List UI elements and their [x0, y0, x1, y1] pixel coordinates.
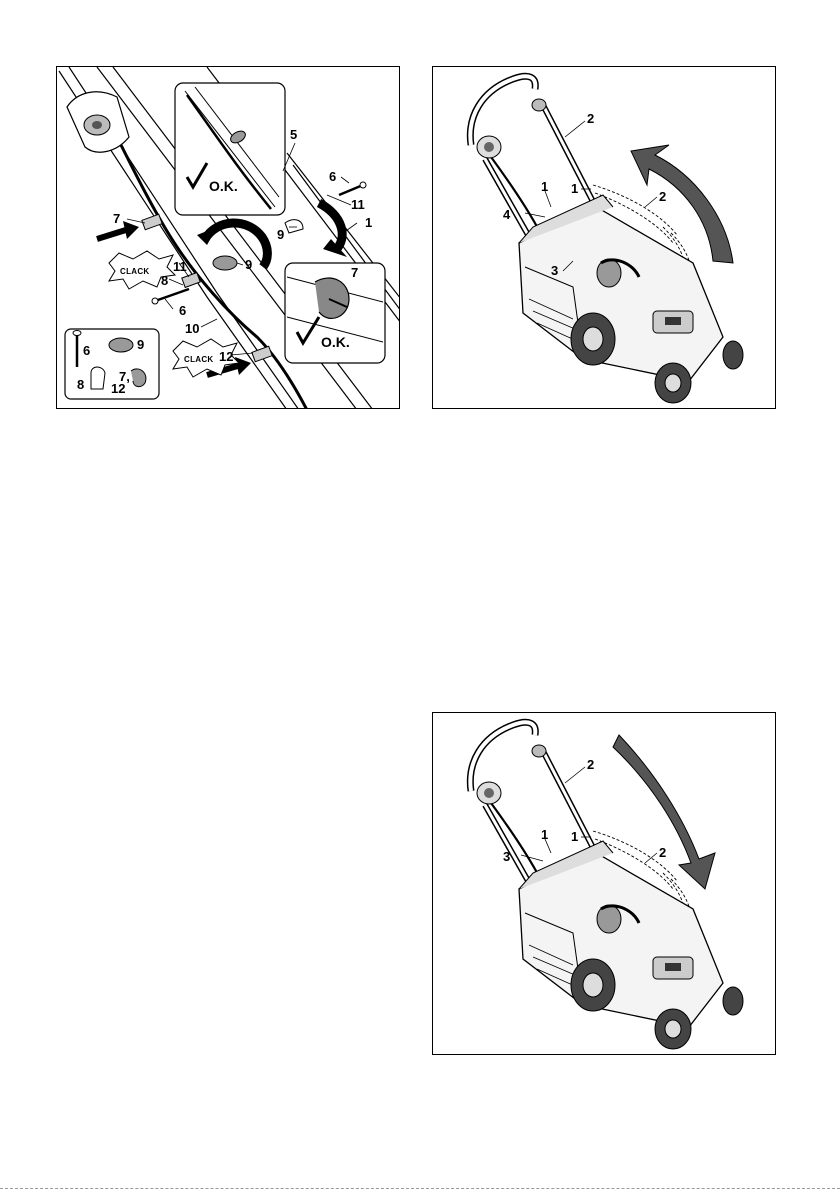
switch-box: [67, 92, 129, 152]
ok-text-1: O.K.: [209, 178, 238, 194]
handle-assembly-drawing: O.K. O.K. CLACK CLACK: [57, 67, 400, 409]
label-7-top: 7: [113, 211, 120, 226]
label-6-parts: 6: [83, 343, 90, 358]
label-3: 3: [551, 263, 558, 278]
switch-box-c: [477, 782, 501, 804]
figure-handle-assembly: O.K. O.K. CLACK CLACK: [56, 66, 400, 409]
label-6-right: 6: [329, 169, 336, 184]
label-9-parts: 9: [137, 337, 144, 352]
label-1-left-c: 1: [541, 827, 548, 842]
label-11-left: 11: [173, 259, 187, 274]
knob-9-center: [213, 256, 237, 270]
label-3-c: 3: [503, 849, 510, 864]
cable-clip-top: [142, 214, 162, 230]
label-2-right: 2: [659, 189, 666, 204]
cable-clip-middle: [182, 273, 200, 288]
handle-knob-top: [532, 99, 546, 111]
detail-inset-top: O.K.: [175, 83, 285, 215]
page-bottom-rule: [0, 1188, 840, 1189]
label-1-right-c: 1: [571, 829, 578, 844]
label-11-right: 11: [351, 197, 365, 212]
label-6-left: 6: [179, 303, 186, 318]
bolt-6-right: [339, 185, 363, 195]
label-1-right: 1: [571, 181, 578, 196]
cable-clip-bottom: [252, 346, 272, 362]
detail-inset-right: O.K.: [285, 263, 385, 363]
svg-text:CLACK: CLACK: [184, 355, 214, 364]
handle-knob-top-c: [532, 745, 546, 757]
knob-9-top: [285, 220, 303, 233]
lower-arrow-icon: [613, 735, 715, 889]
label-8-parts: 8: [77, 377, 84, 392]
label-4: 4: [503, 207, 511, 222]
label-2-top-c: 2: [587, 757, 594, 772]
label-2-top: 2: [587, 111, 594, 126]
label-12-main: 12: [219, 349, 233, 364]
label-1-left: 1: [541, 179, 548, 194]
label-10: 10: [185, 321, 199, 336]
label-5: 5: [290, 127, 297, 142]
label-9-top: 9: [277, 227, 284, 242]
label-7-right: 7: [351, 265, 358, 280]
figure-handle-lower: 2 2 1 1 3: [432, 712, 776, 1055]
label-9-center: 9: [245, 257, 252, 272]
svg-text:CLACK: CLACK: [120, 267, 150, 276]
label-8: 8: [161, 273, 168, 288]
label-12-parts: 12: [111, 381, 125, 396]
ok-text-2: O.K.: [321, 334, 350, 350]
mower-raise-drawing: 2 2 1 1 4 3: [433, 67, 776, 409]
label-1: 1: [365, 215, 372, 230]
bolt-6-left: [155, 289, 189, 301]
switch-box-b: [477, 136, 501, 158]
label-2-right-c: 2: [659, 845, 666, 860]
mower-lower-drawing: 2 2 1 1 3: [433, 713, 776, 1055]
push-arrow-top-icon: [97, 229, 129, 239]
figure-handle-raise: 2 2 1 1 4 3: [432, 66, 776, 409]
